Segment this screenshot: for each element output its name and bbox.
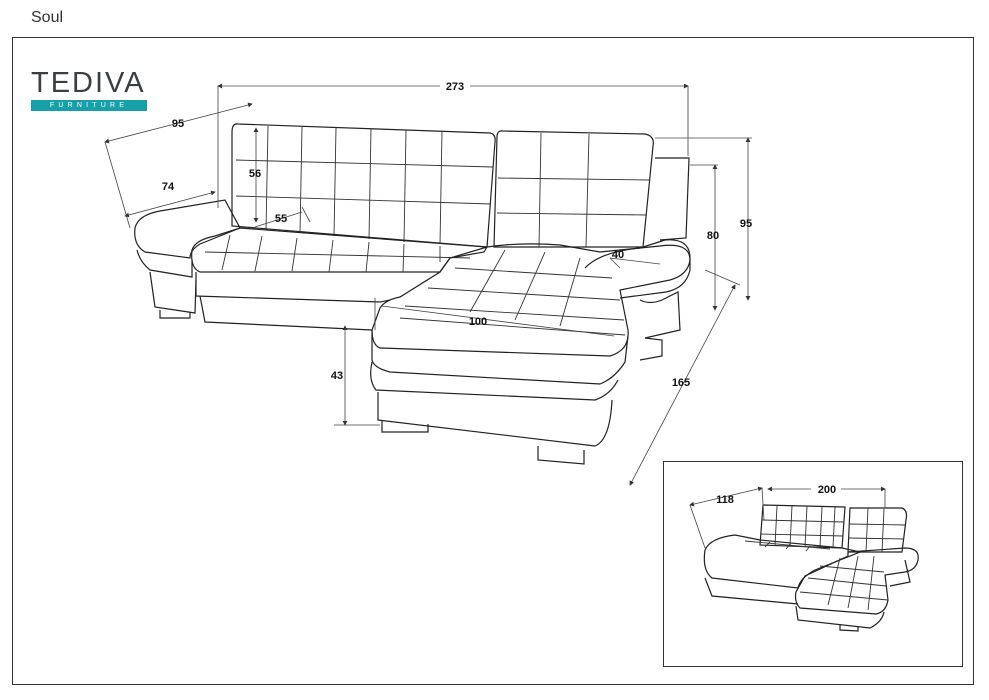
right-armrest-lower [639, 291, 681, 339]
inset-dim-bed-length: 200 [818, 484, 836, 496]
back-side-panel [655, 157, 690, 241]
chaise-front-upper [371, 330, 629, 385]
seat-base [199, 295, 373, 331]
dimension-lines [104, 83, 752, 486]
inset-bed-drawing: 118 200 [689, 483, 919, 632]
dim-height-total: 95 [740, 218, 752, 230]
logo-tagline: FURNITURE [31, 100, 147, 111]
logo-wordmark: TEDIVA [31, 67, 146, 99]
dimension-labels: 273 95 74 56 55 40 80 95 43 100 165 [162, 80, 752, 389]
left-armrest-lower [136, 249, 193, 278]
dim-depth-side: 95 [172, 118, 184, 130]
left-armrest-top [134, 199, 241, 259]
chaise-tufting [399, 249, 626, 336]
sofa-main [134, 123, 691, 465]
inset-dim-bed-width: 118 [716, 494, 734, 506]
dim-chaise-length: 165 [672, 377, 690, 389]
brand-logo: TEDIVA FURNITURE [31, 68, 147, 111]
right-back-tufting [496, 132, 651, 248]
chaise-foot-left [381, 420, 429, 433]
inset-left-base [704, 577, 799, 605]
left-foot [159, 310, 191, 319]
inset-right-back [847, 507, 908, 553]
dim-back-height: 56 [249, 168, 261, 180]
inset-foot [839, 624, 859, 632]
inset-frame [663, 461, 963, 667]
dim-armrest-depth: 74 [162, 181, 175, 193]
left-back-tufting [235, 125, 494, 245]
dim-armrest-width: 40 [612, 249, 624, 261]
left-backrest [231, 123, 496, 248]
dim-height-inner: 80 [707, 230, 719, 242]
chaise-cushion-top [371, 243, 691, 357]
right-armrest [584, 239, 691, 299]
dim-chaise-width: 100 [469, 316, 487, 328]
dim-seat-height: 43 [331, 370, 343, 382]
right-backrest [493, 130, 654, 248]
seat-front [195, 272, 391, 303]
main-seat-cushion [191, 227, 489, 273]
right-armrest-base [639, 337, 663, 361]
inset-right-arm [889, 559, 911, 587]
seat-tufting [204, 234, 471, 273]
drawing-frame [12, 37, 974, 685]
page-title: Soul [31, 9, 64, 26]
dim-width-total: 273 [446, 81, 464, 93]
chaise-front-middle [370, 361, 619, 401]
inset-chaise-base [795, 605, 885, 629]
dim-seat-depth: 55 [275, 213, 287, 225]
chaise-foot-right [537, 446, 585, 465]
left-armrest-base [149, 271, 197, 314]
chaise-base [377, 392, 613, 447]
